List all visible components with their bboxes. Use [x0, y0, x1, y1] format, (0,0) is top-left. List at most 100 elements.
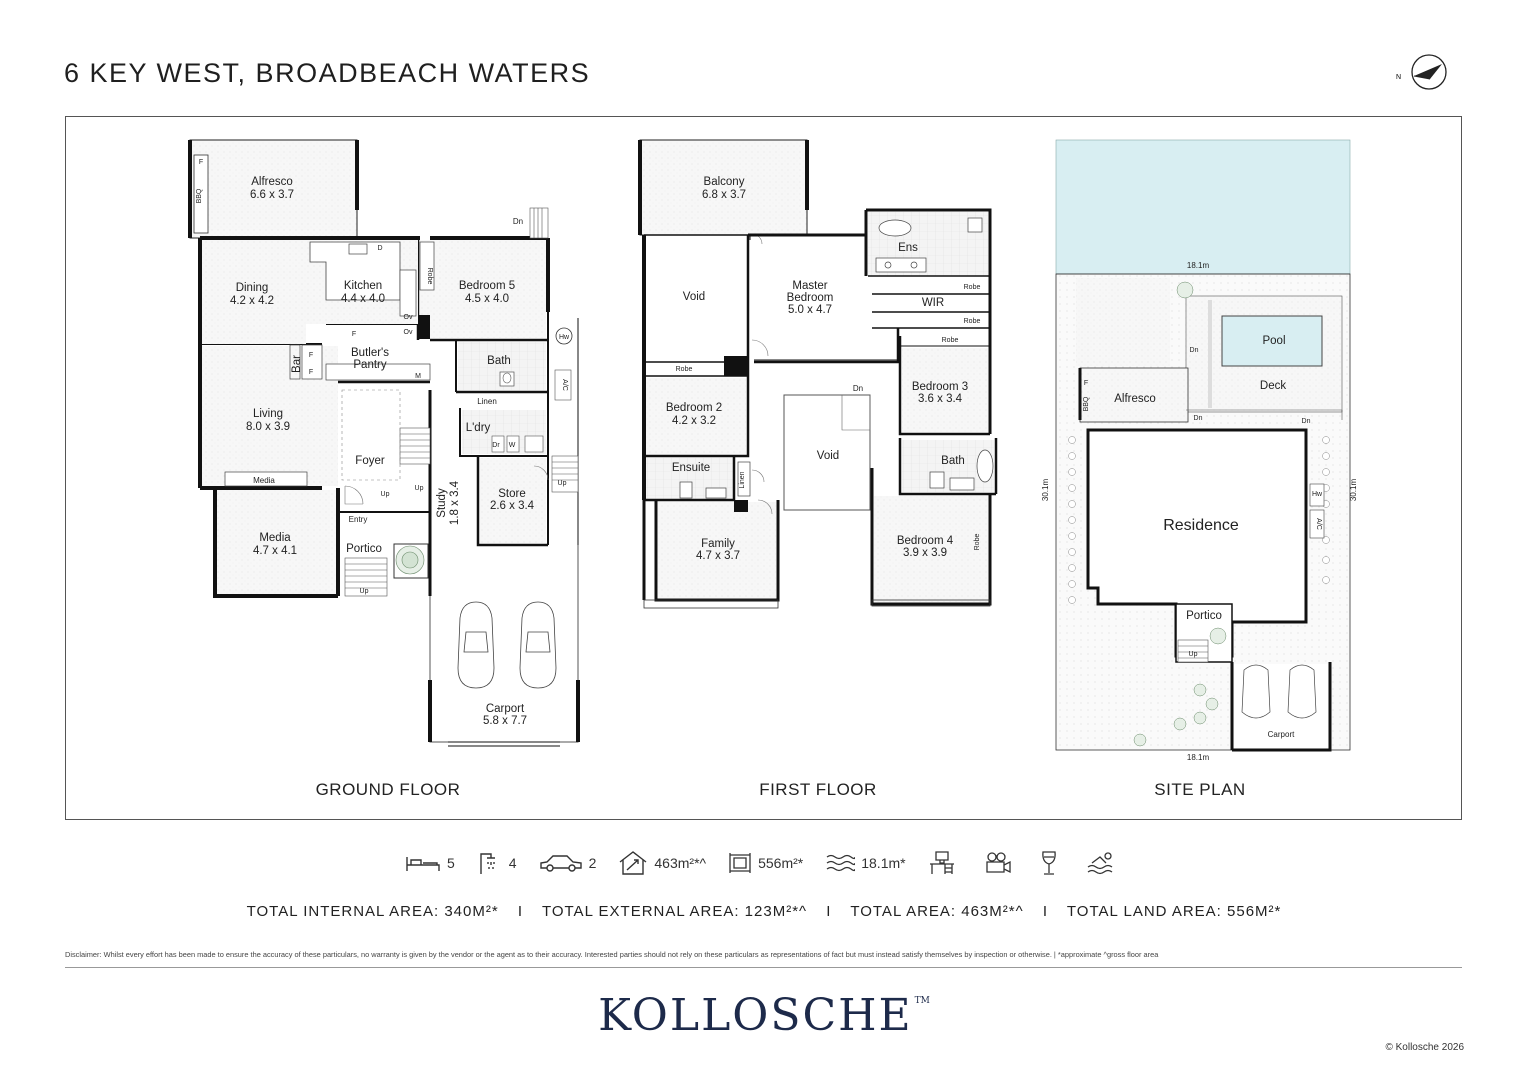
- ground-floor-plan: [188, 139, 763, 747]
- gf-bedroom5-dim: 4.5 x 4.0: [465, 293, 509, 305]
- ground-floor-title: GROUND FLOOR: [315, 780, 461, 799]
- gf-linen-label: Linen: [477, 397, 497, 406]
- site-plan: [1055, 139, 1351, 752]
- ff-balcony-dim: 6.8 x 3.7: [702, 189, 746, 201]
- disclaimer-text: Disclaimer: Whilst every effort has been…: [65, 950, 1462, 968]
- gf-dryer-label: Dr: [492, 442, 500, 449]
- gf-up-label-1: Up: [381, 491, 390, 498]
- gf-store-dim: 2.6 x 3.4: [490, 500, 535, 512]
- page-title: 6 KEY WEST, BROADBEACH WATERS: [64, 58, 591, 88]
- ff-robe-label-4: Robe: [942, 337, 959, 344]
- gf-hotwater-label: Hw: [559, 334, 570, 341]
- gf-alfresco-dim: 6.6 x 3.7: [250, 189, 294, 201]
- site-down-label-3: Dn: [1302, 418, 1311, 425]
- site-left-dim: 30.1m: [1041, 479, 1050, 502]
- stat-pool: [1086, 851, 1122, 875]
- ff-bedroom4-dim: 3.9 x 3.9: [903, 547, 947, 559]
- site-residence-label: Residence: [1163, 517, 1239, 534]
- site-top-dim: 18.1m: [1187, 261, 1210, 270]
- site-pool-label: Pool: [1262, 335, 1285, 347]
- ff-void-label-2: Void: [817, 450, 839, 462]
- gf-bath-label: Bath: [487, 355, 511, 367]
- ff-wir-label: WIR: [922, 297, 944, 309]
- ff-down-label: Dn: [853, 384, 863, 393]
- bed-icon: [406, 857, 440, 871]
- gf-kitchen-label: Kitchen: [344, 280, 382, 292]
- gf-bedroom5-label: Bedroom 5: [459, 280, 515, 292]
- site-down-label-2: Dn: [1194, 415, 1203, 422]
- swimming-icon: [1087, 852, 1112, 875]
- ground-floor-labels: Alfresco 6.6 x 3.7 Dining 4.2 x 4.2 Kitc…: [196, 159, 570, 727]
- ff-family-label: Family: [701, 538, 735, 550]
- gf-ldry-label: L'dry: [466, 422, 491, 434]
- gf-ac-label: A/C: [561, 379, 568, 391]
- brand-name: KOLLOSCHE: [598, 990, 913, 1041]
- ff-ensuite-label: Ensuite: [672, 462, 710, 474]
- ff-ens-label: Ens: [898, 242, 918, 254]
- area-totals: TOTAL INTERNAL AREA: 340M²* I TOTAL EXTE…: [0, 903, 1528, 920]
- gf-oven-label-1: Ov: [404, 314, 413, 321]
- gf-store-label: Store: [498, 488, 526, 500]
- stat-cars: 2: [539, 852, 597, 874]
- ff-bedroom3-dim: 3.6 x 3.4: [918, 393, 963, 405]
- gf-pantry-fridge-label: F: [352, 331, 356, 338]
- ff-linen-label: Linen: [739, 471, 746, 488]
- car-icon: [539, 855, 582, 872]
- ff-void-label-1: Void: [683, 291, 705, 303]
- ff-master-label: Master: [792, 280, 827, 292]
- site-carport-label: Carport: [1268, 730, 1295, 739]
- site-alfresco-label: Alfresco: [1114, 393, 1156, 405]
- gf-fridge-label: F: [199, 159, 203, 166]
- ff-robe-label-5: Robe: [974, 534, 981, 551]
- gf-dining-label: Dining: [236, 282, 269, 294]
- gf-bar-fridge-label-2: F: [309, 369, 313, 376]
- site-down-label-1: Dn: [1190, 347, 1199, 354]
- gf-bar-label: Bar: [291, 355, 303, 373]
- gf-carport-label: Carport: [486, 703, 525, 715]
- ff-bath-label: Bath: [941, 455, 965, 467]
- site-hotwater-label: Hw: [1312, 491, 1323, 498]
- gf-oven-label-2: Ov: [404, 329, 413, 336]
- gf-robe-label: Robe: [426, 268, 433, 285]
- gf-pantry-label: Pantry: [353, 359, 386, 371]
- ff-family-dim: 4.7 x 3.7: [696, 550, 740, 562]
- gf-bar-fridge-label-1: F: [309, 352, 313, 359]
- totals-separator-3: I: [1042, 903, 1048, 920]
- gf-media-dim: 4.7 x 4.1: [253, 545, 297, 557]
- gf-study-dim: 1.8 x 3.4: [449, 480, 461, 525]
- ff-bedroom4-label: Bedroom 4: [897, 535, 954, 547]
- desk-icon: [929, 851, 954, 874]
- gf-up-label-3: Up: [558, 480, 567, 487]
- ff-bedroom2-dim: 4.2 x 3.2: [672, 415, 716, 427]
- gf-entry-label: Entry: [349, 515, 368, 524]
- bathrooms-count: 4: [508, 855, 517, 871]
- property-stats: 5 4 2 463m²*^ 556m²* 18.1m*: [405, 846, 1144, 880]
- north-letter: N: [1396, 74, 1401, 81]
- gf-media-unit-label: Media: [253, 476, 275, 485]
- site-up-label: Up: [1189, 651, 1198, 658]
- ff-master-label-2: Bedroom: [787, 292, 834, 304]
- gf-foyer-label: Foyer: [355, 455, 385, 467]
- gf-portico-label: Portico: [346, 543, 382, 555]
- gf-media-label: Media: [259, 532, 291, 544]
- site-bottom-dim: 18.1m: [1187, 753, 1210, 762]
- gf-butlers-label: Butler's: [351, 347, 389, 359]
- cars-count: 2: [588, 855, 597, 871]
- ff-balcony-label: Balcony: [704, 176, 745, 188]
- site-deck-label: Deck: [1260, 380, 1286, 392]
- ff-master-dim: 5.0 x 4.7: [788, 304, 832, 316]
- north-arrow-icon: N: [1396, 54, 1447, 90]
- shower-icon: [480, 853, 495, 874]
- gf-microwave-label: M: [415, 373, 421, 380]
- ff-robe-label-2: Robe: [964, 318, 981, 325]
- ff-bedroom3-label: Bedroom 3: [912, 381, 968, 393]
- gf-dining-dim: 4.2 x 4.2: [230, 295, 274, 307]
- stat-water-frontage: 18.1m*: [825, 852, 906, 874]
- house-area-icon: [619, 851, 647, 875]
- stat-media: [984, 851, 1018, 875]
- wine-glass-icon: [1041, 851, 1056, 875]
- gf-bbq-label: BBQ: [196, 188, 203, 203]
- gf-washer-label: W: [509, 442, 516, 449]
